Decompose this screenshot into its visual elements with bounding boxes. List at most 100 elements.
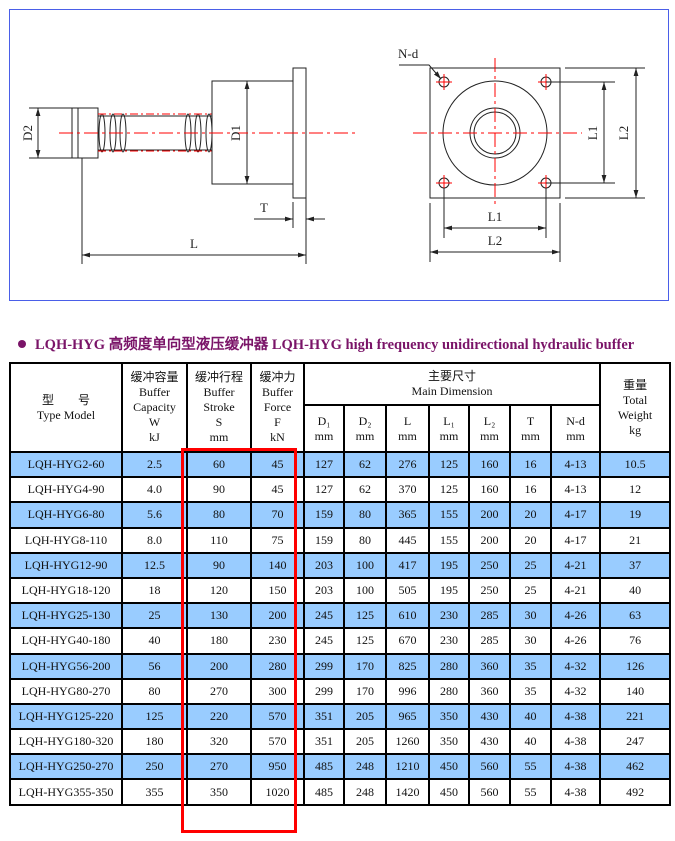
cell-value: 125 xyxy=(343,602,387,630)
cell-value: 370 xyxy=(385,476,430,504)
cell-value: 355 xyxy=(121,778,188,806)
cell-value: 80 xyxy=(121,677,188,705)
cell-value: 60 xyxy=(186,450,252,479)
cell-value: 100 xyxy=(343,576,387,605)
cell-value: 100 xyxy=(343,551,387,579)
cell-value: 56 xyxy=(121,652,188,680)
cell-value: 450 xyxy=(428,778,470,806)
cell-value: 250 xyxy=(121,753,188,781)
section-title: LQH-HYG 高频度单向型液压缓冲器 LQH-HYG high frequen… xyxy=(18,333,634,354)
cell-value: 485 xyxy=(303,778,345,806)
front-view xyxy=(399,58,645,262)
cell-value: 280 xyxy=(428,677,470,705)
cell-value: 195 xyxy=(428,551,470,579)
cell-value: 4-38 xyxy=(549,728,602,756)
cell-value: 40 xyxy=(599,576,672,605)
cell-value: 430 xyxy=(468,728,511,756)
cell-value: 462 xyxy=(599,753,672,781)
cell-value: 4-26 xyxy=(549,602,602,630)
cell-value: 20 xyxy=(509,526,552,554)
cell-value: 80 xyxy=(343,501,387,529)
cell-value: 965 xyxy=(385,702,430,731)
cell-value: 140 xyxy=(599,677,672,705)
cell-value: 16 xyxy=(509,450,552,479)
cell-value: 110 xyxy=(186,526,252,554)
cell-value: 63 xyxy=(599,602,672,630)
cell-value: 200 xyxy=(250,602,305,630)
cell-value: 430 xyxy=(468,702,511,731)
cell-value: 270 xyxy=(186,677,252,705)
cell-value: 350 xyxy=(186,778,252,806)
cell-value: 126 xyxy=(599,652,672,680)
label-l2-horizontal: L2 xyxy=(488,233,502,248)
cell-value: 320 xyxy=(186,728,252,756)
label-d1: D1 xyxy=(228,125,243,141)
cell-value: 492 xyxy=(599,778,672,806)
cell-value: 1020 xyxy=(250,778,305,806)
drawing-frame xyxy=(9,9,669,301)
cell-value: 280 xyxy=(428,652,470,680)
cell-value: 75 xyxy=(250,526,305,554)
cell-value: 445 xyxy=(385,526,430,554)
cell-value: 270 xyxy=(186,753,252,781)
cell-value: 200 xyxy=(468,526,511,554)
cell-value: 299 xyxy=(303,652,345,680)
cell-value: 12 xyxy=(599,476,672,504)
cell-value: 18 xyxy=(121,576,188,605)
cell-value: 200 xyxy=(186,652,252,680)
cell-value: 247 xyxy=(599,728,672,756)
cell-value: 4-17 xyxy=(549,501,602,529)
cell-value: 276 xyxy=(385,450,430,479)
cell-value: 159 xyxy=(303,526,345,554)
cell-value: 203 xyxy=(303,576,345,605)
cell-model: LQH-HYG6-80 xyxy=(9,501,123,529)
cell-value: 450 xyxy=(428,753,470,781)
label-t: T xyxy=(260,200,268,215)
cell-value: 350 xyxy=(428,702,470,731)
cell-value: 10.5 xyxy=(599,450,672,479)
cell-value: 360 xyxy=(468,677,511,705)
cell-value: 160 xyxy=(468,450,511,479)
cell-value: 285 xyxy=(468,602,511,630)
cell-value: 127 xyxy=(303,450,345,479)
cell-value: 12.5 xyxy=(121,551,188,579)
cell-value: 230 xyxy=(428,602,470,630)
cell-model: LQH-HYG56-200 xyxy=(9,652,123,680)
cell-model: LQH-HYG80-270 xyxy=(9,677,123,705)
cell-value: 125 xyxy=(428,476,470,504)
label-l: L xyxy=(190,236,198,251)
cell-value: 4-21 xyxy=(549,551,602,579)
cell-value: 80 xyxy=(186,501,252,529)
cell-value: 170 xyxy=(343,677,387,705)
cell-value: 155 xyxy=(428,526,470,554)
cell-value: 20 xyxy=(509,501,552,529)
cell-value: 21 xyxy=(599,526,672,554)
label-n-d: N-d xyxy=(398,46,419,61)
cell-value: 90 xyxy=(186,476,252,504)
cell-value: 4-38 xyxy=(549,753,602,781)
cell-value: 155 xyxy=(428,501,470,529)
cell-value: 125 xyxy=(121,702,188,731)
cell-value: 195 xyxy=(428,576,470,605)
cell-value: 5.6 xyxy=(121,501,188,529)
cell-value: 570 xyxy=(250,728,305,756)
technical-drawing: D2 D1 T L N-d L1 L2 L1 L2 xyxy=(20,46,645,264)
cell-value: 220 xyxy=(186,702,252,731)
cell-value: 45 xyxy=(250,476,305,504)
cell-value: 245 xyxy=(303,602,345,630)
